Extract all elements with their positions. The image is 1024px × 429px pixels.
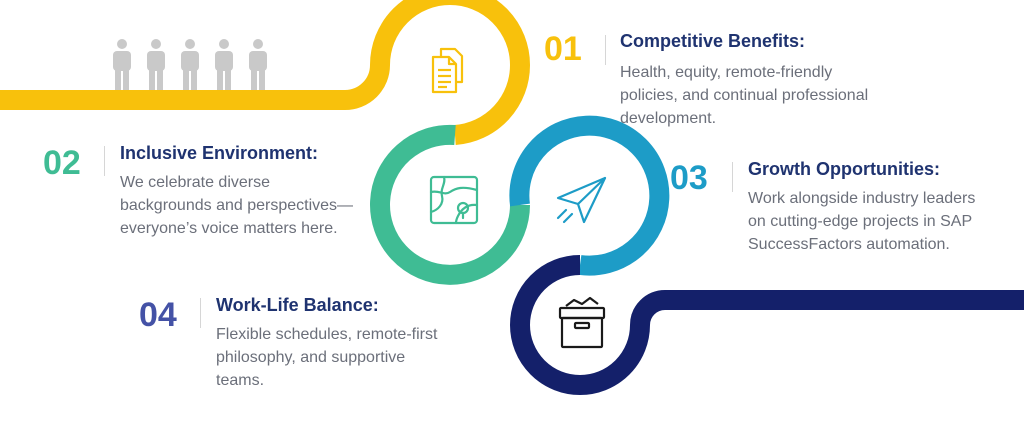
paper-plane-icon bbox=[556, 176, 607, 224]
divider bbox=[104, 146, 105, 176]
people-icon bbox=[113, 39, 267, 90]
person-figure bbox=[147, 39, 165, 90]
item-description: Flexible schedules, remote-first philoso… bbox=[216, 326, 438, 389]
person-figure bbox=[181, 39, 199, 90]
person-figure bbox=[249, 39, 267, 90]
divider bbox=[605, 35, 606, 65]
path-navy-segment bbox=[510, 255, 1024, 395]
path-blue-segment bbox=[509, 115, 670, 276]
item-description: Health, equity, remote-friendly policies… bbox=[620, 64, 869, 127]
item-title: Work-Life Balance: bbox=[216, 295, 379, 315]
item-number: 02 bbox=[43, 144, 81, 182]
documents-icon bbox=[431, 47, 464, 94]
item-title: Inclusive Environment: bbox=[120, 143, 319, 163]
person-figure bbox=[215, 39, 233, 90]
person-figure bbox=[113, 39, 131, 90]
path-green-segment bbox=[370, 124, 530, 285]
item-description: Work alongside industry leaders on cutti… bbox=[748, 190, 976, 253]
item-title: Competitive Benefits: bbox=[620, 31, 806, 51]
divider bbox=[732, 162, 733, 192]
divider bbox=[200, 298, 201, 328]
item-title: Growth Opportunities: bbox=[748, 159, 940, 179]
item-number: 04 bbox=[139, 296, 177, 334]
path-yellow-segment bbox=[0, 0, 531, 145]
item-number: 03 bbox=[670, 159, 708, 197]
map-icon bbox=[429, 175, 479, 225]
item-number: 01 bbox=[544, 30, 582, 68]
toolbox-icon bbox=[558, 296, 606, 349]
item-description: We celebrate diverse backgrounds and per… bbox=[120, 174, 354, 237]
